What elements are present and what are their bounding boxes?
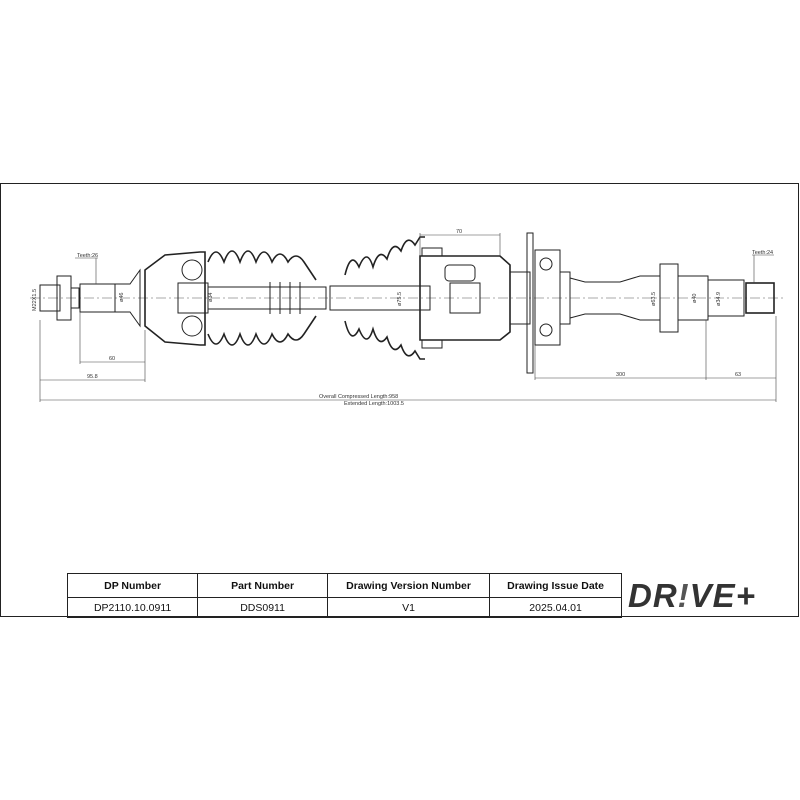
- bearing-flange: [526, 232, 571, 374]
- dim-63-label: 63: [735, 372, 741, 378]
- header-drawing-version: Drawing Version Number: [326, 573, 491, 598]
- dim-70-label: 70: [456, 229, 462, 235]
- value-part-number: DDS0911: [197, 597, 328, 618]
- drive-plus-logo: DR!VE+: [622, 573, 799, 617]
- svg-text:DR!VE+: DR!VE+: [628, 577, 756, 613]
- title-block: DP Number Part Number Drawing Version Nu…: [66, 573, 622, 618]
- extended-length-label: Extended Length:1003.5: [344, 401, 404, 407]
- dim-300-label: 300: [616, 372, 625, 378]
- dia-inner-label: ø75.5: [397, 292, 403, 306]
- dia-right-3-label: ø34.9: [716, 292, 722, 306]
- logo-mark: DR!VE+: [628, 577, 756, 613]
- header-part-number: Part Number: [197, 573, 328, 598]
- teeth-right-label: Teeth:24: [752, 250, 773, 256]
- dim-95-8-label: 95.8: [87, 374, 98, 380]
- value-issue-date: 2025.04.01: [489, 597, 622, 618]
- dia-stub-label: ø46: [119, 293, 125, 302]
- value-drawing-version: V1: [326, 597, 491, 618]
- outer-cv-joint: [144, 250, 327, 346]
- dia-shaft-label: ø34: [208, 293, 214, 302]
- dia-right-2-label: ø40: [692, 294, 698, 303]
- dim-60-label: 60: [109, 356, 115, 362]
- thread-label: M22X1.5: [32, 289, 38, 311]
- value-dp-number: DP2110.10.0911: [66, 597, 199, 618]
- left-stub: [39, 268, 141, 328]
- compressed-length-label: Overall Compressed Length:958: [319, 394, 398, 400]
- dimensions: [39, 233, 777, 402]
- teeth-left-label: Teeth:26: [77, 253, 98, 259]
- right-shaft: [569, 263, 775, 333]
- header-issue-date: Drawing Issue Date: [489, 573, 622, 598]
- dimension-labels: Teeth:26 Teeth:24 M22X1.5 ø46 ø34 ø75.5 …: [32, 229, 773, 407]
- header-dp-number: DP Number: [66, 573, 199, 598]
- dia-right-1-label: ø63.5: [651, 292, 657, 306]
